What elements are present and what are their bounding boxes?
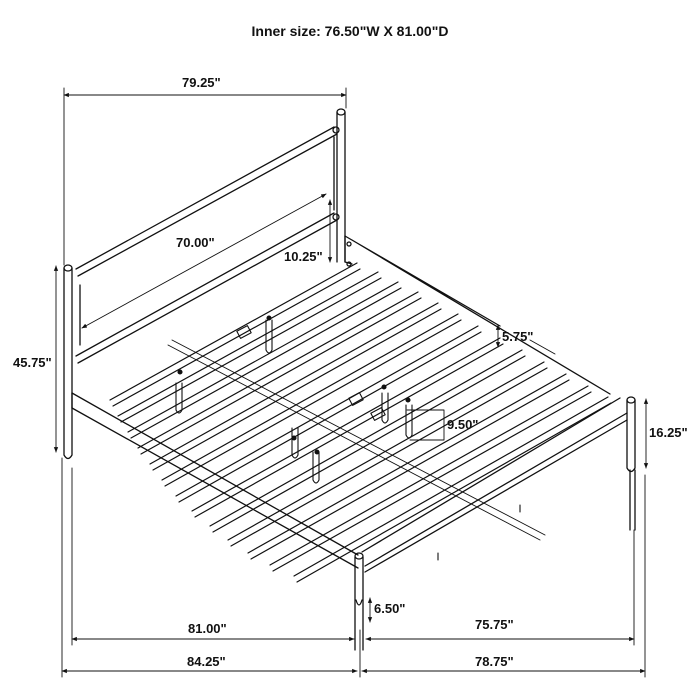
back-side-rail xyxy=(345,236,610,394)
dim-overall-width-top: 79.25" xyxy=(182,75,221,90)
dim-headboard-panel-height: 10.25" xyxy=(284,249,323,264)
dim-inner-width: 75.75" xyxy=(475,617,514,632)
dim-overall-length: 84.25" xyxy=(187,654,226,669)
dim-overall-width: 78.75" xyxy=(475,654,514,669)
dim-footboard-height: 16.25" xyxy=(649,425,688,440)
dimension-lines xyxy=(53,88,649,677)
center-supports xyxy=(176,315,520,560)
slats xyxy=(110,263,611,582)
headboard xyxy=(64,109,345,459)
dim-side-rail-height: 5.75" xyxy=(502,329,534,344)
inner-size-title: Inner size: 76.50"W X 81.00"D xyxy=(251,23,449,39)
dim-inner-length: 81.00" xyxy=(188,621,227,636)
front-side-rail xyxy=(72,393,635,650)
dim-slat-support-leg: 9.50" xyxy=(447,417,479,432)
dim-headboard-height: 45.75" xyxy=(13,355,52,370)
dim-headboard-panel-width: 70.00" xyxy=(176,235,215,250)
dim-leg-clearance: 6.50" xyxy=(374,601,406,616)
